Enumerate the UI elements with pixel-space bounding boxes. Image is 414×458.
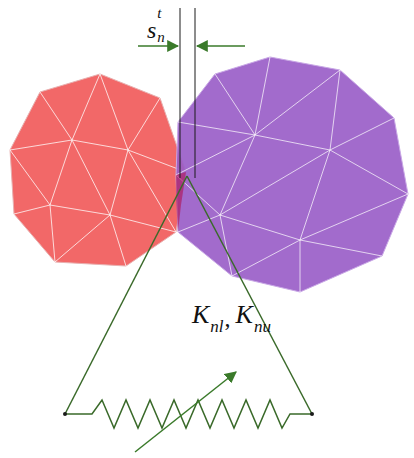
subscript: n (157, 30, 165, 45)
spring-end (310, 412, 314, 416)
stiffness-symbol: K (192, 302, 209, 328)
separator: , (225, 306, 231, 330)
subscript: nu (254, 318, 271, 335)
stiffness-symbol: K (236, 302, 253, 328)
dimension-arrows (138, 45, 245, 47)
superscript: t (157, 6, 161, 21)
subscript: nl (210, 318, 223, 335)
spring-end (63, 412, 67, 416)
pointer-arrow (135, 372, 236, 452)
red-polyhedron (10, 74, 186, 266)
spring-symbol (65, 176, 312, 428)
gap-symbol: s (147, 18, 156, 42)
purple-polyhedron (176, 57, 408, 292)
dimension-lines (180, 8, 195, 178)
